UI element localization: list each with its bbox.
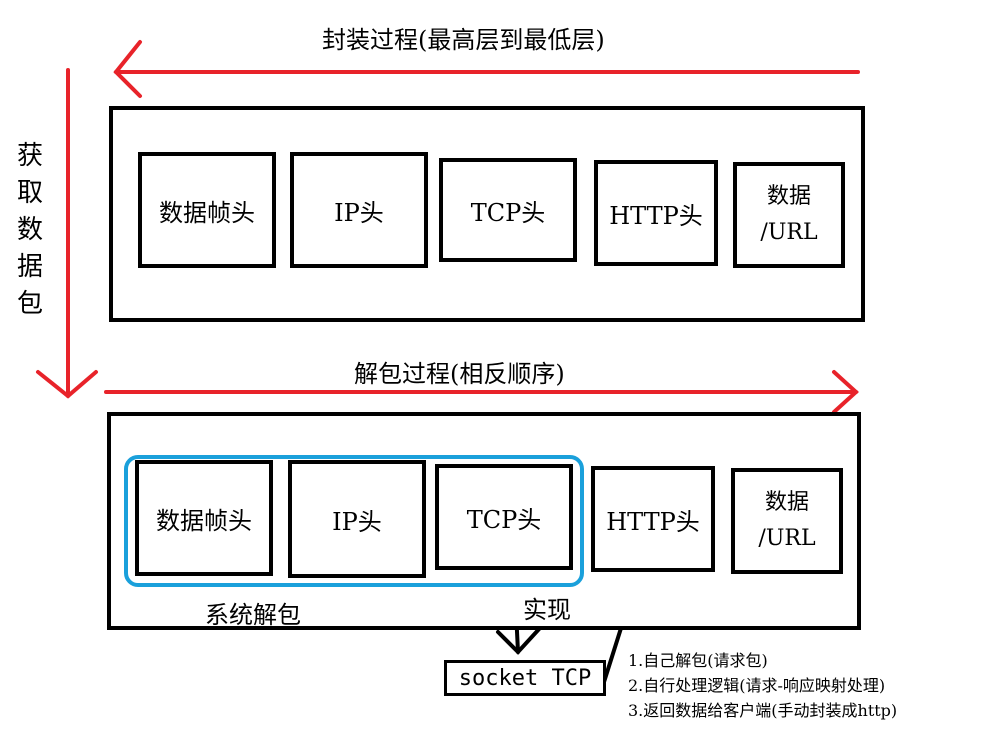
decap-tcp-header: TCP头: [435, 464, 573, 570]
note-1: 1.自己解包(请求包): [628, 651, 768, 670]
decapsulation-title: 解包过程(相反顺序): [354, 360, 565, 388]
encap-ip-header: IP头: [290, 152, 428, 268]
encap-frame-header: 数据帧头: [138, 152, 276, 268]
socket-tcp-box: socket TCP: [444, 660, 606, 696]
note-3: 3.返回数据给客户端(手动封装成http): [628, 701, 898, 720]
decap-http-header: HTTP头: [591, 466, 715, 572]
encapsulation-title: 封装过程(最高层到最低层): [322, 26, 605, 54]
decapsulation-arrow: [104, 370, 859, 414]
encap-http-header: HTTP头: [594, 160, 718, 266]
system-decap-label: 系统解包: [205, 601, 301, 629]
encap-data-url: 数据 /URL: [733, 162, 845, 268]
encapsulation-arrow: [113, 40, 860, 98]
note-2: 2.自行处理逻辑(请求-响应映射处理): [628, 676, 886, 695]
system-decap-group: [124, 455, 584, 587]
decap-frame-header: 数据帧头: [135, 460, 273, 576]
encap-tcp-header: TCP头: [439, 158, 577, 262]
decap-data-url: 数据 /URL: [731, 468, 843, 574]
get-packet-label: 获 取 数 据 包: [16, 141, 43, 319]
get-packet-arrow: [36, 68, 98, 399]
decap-ip-header: IP头: [288, 460, 426, 578]
implementation-label: 实现: [523, 596, 571, 624]
